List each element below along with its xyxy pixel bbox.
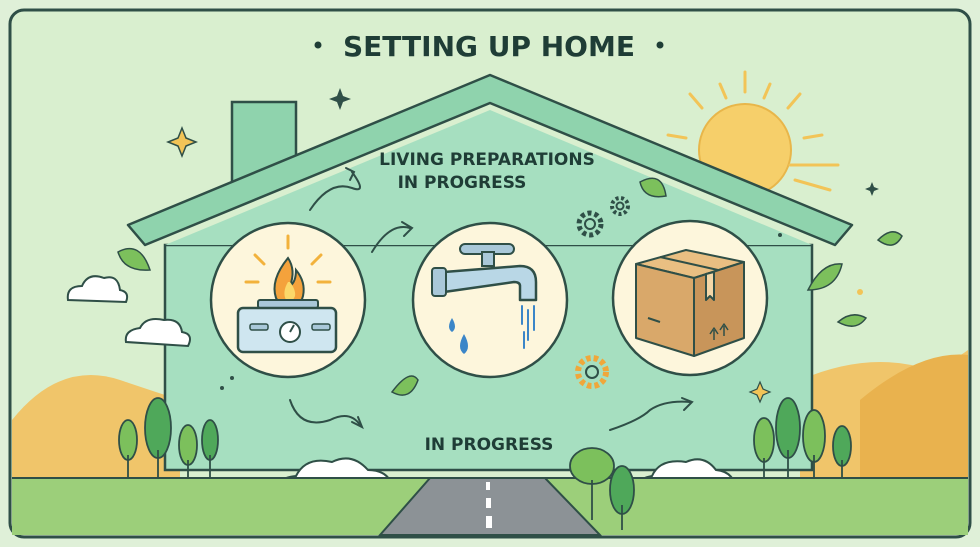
arrow-bottom-left xyxy=(289,399,361,426)
step-circle-faucet xyxy=(411,221,569,379)
title-dot-left xyxy=(314,41,322,49)
house-gable xyxy=(165,110,812,245)
leaf-icon xyxy=(117,177,903,396)
arrow-bottom-right xyxy=(609,400,691,431)
tree-group-right xyxy=(753,397,852,478)
page-title: SETTING UP HOME xyxy=(343,30,635,63)
gear-orange-icon xyxy=(575,355,609,389)
road xyxy=(377,477,603,536)
gear-icon xyxy=(576,196,630,238)
subtitle-line-1: LIVING PREPARATIONS xyxy=(379,150,595,170)
tree-group-left xyxy=(118,397,219,478)
subtitle-line-2: IN PROGRESS xyxy=(398,173,527,193)
hill-right-back xyxy=(860,354,968,480)
water-faucet-icon xyxy=(431,243,538,354)
flow-arrows xyxy=(289,167,694,431)
arrow-stove-to-faucet xyxy=(371,226,411,253)
step-circle-box xyxy=(611,219,769,377)
step-circle-stove xyxy=(209,221,367,379)
footer-progress-label: IN PROGRESS xyxy=(425,435,554,455)
house-roof xyxy=(126,73,854,247)
gas-stove-icon xyxy=(236,234,338,354)
sparkle-icon xyxy=(165,88,879,404)
tree-roadside xyxy=(569,447,635,530)
arrow-top-left xyxy=(309,171,361,211)
title-dot-right xyxy=(656,41,664,49)
cardboard-box-icon xyxy=(635,249,745,357)
hill-left xyxy=(12,375,180,480)
